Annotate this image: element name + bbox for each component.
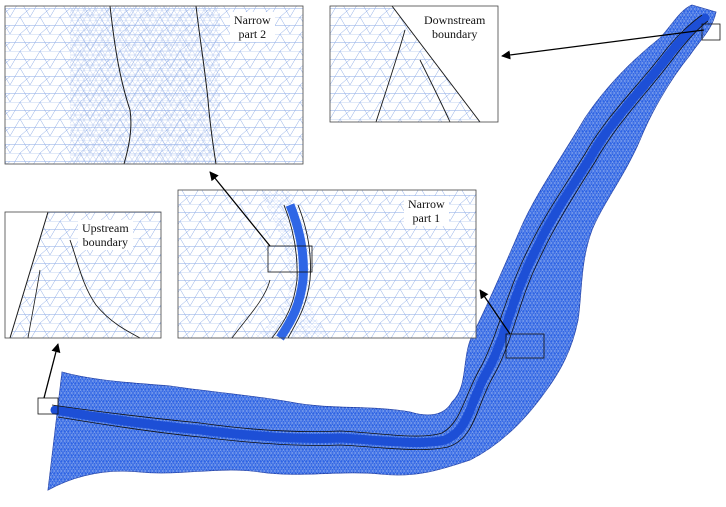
arrow-narrow-1 (479, 289, 511, 335)
river-channel (50, 13, 710, 448)
label-narrow-part-2: Narrow part 2 (230, 12, 275, 42)
arrow-upstream (43, 343, 61, 399)
boundary-line-upstream (69, 239, 141, 339)
river-bank-line-left (51, 14, 703, 437)
zoom-box-downstream (701, 23, 721, 41)
boundary-line-inner (375, 29, 406, 123)
river-mesh (37, 4, 721, 491)
zoom-box-narrow-2 (267, 245, 313, 273)
label-downstream-boundary: Downstream boundary (420, 12, 490, 42)
boundary-line-b (195, 5, 217, 165)
callout-arrows (43, 29, 705, 399)
arrow-downstream (501, 29, 705, 60)
label-narrow-part-1: Narrow part 1 (404, 196, 449, 226)
boundary-line-a (109, 5, 132, 165)
river-mesh-texture (48, 5, 716, 490)
zoom-box-upstream (37, 397, 59, 415)
label-upstream-boundary: Upstream boundary (78, 220, 133, 250)
narrow-channel (276, 203, 308, 341)
zoom-box-narrow-1 (505, 333, 545, 359)
arrow-narrow-2 (209, 171, 271, 247)
river-bank-line-right (57, 20, 709, 450)
